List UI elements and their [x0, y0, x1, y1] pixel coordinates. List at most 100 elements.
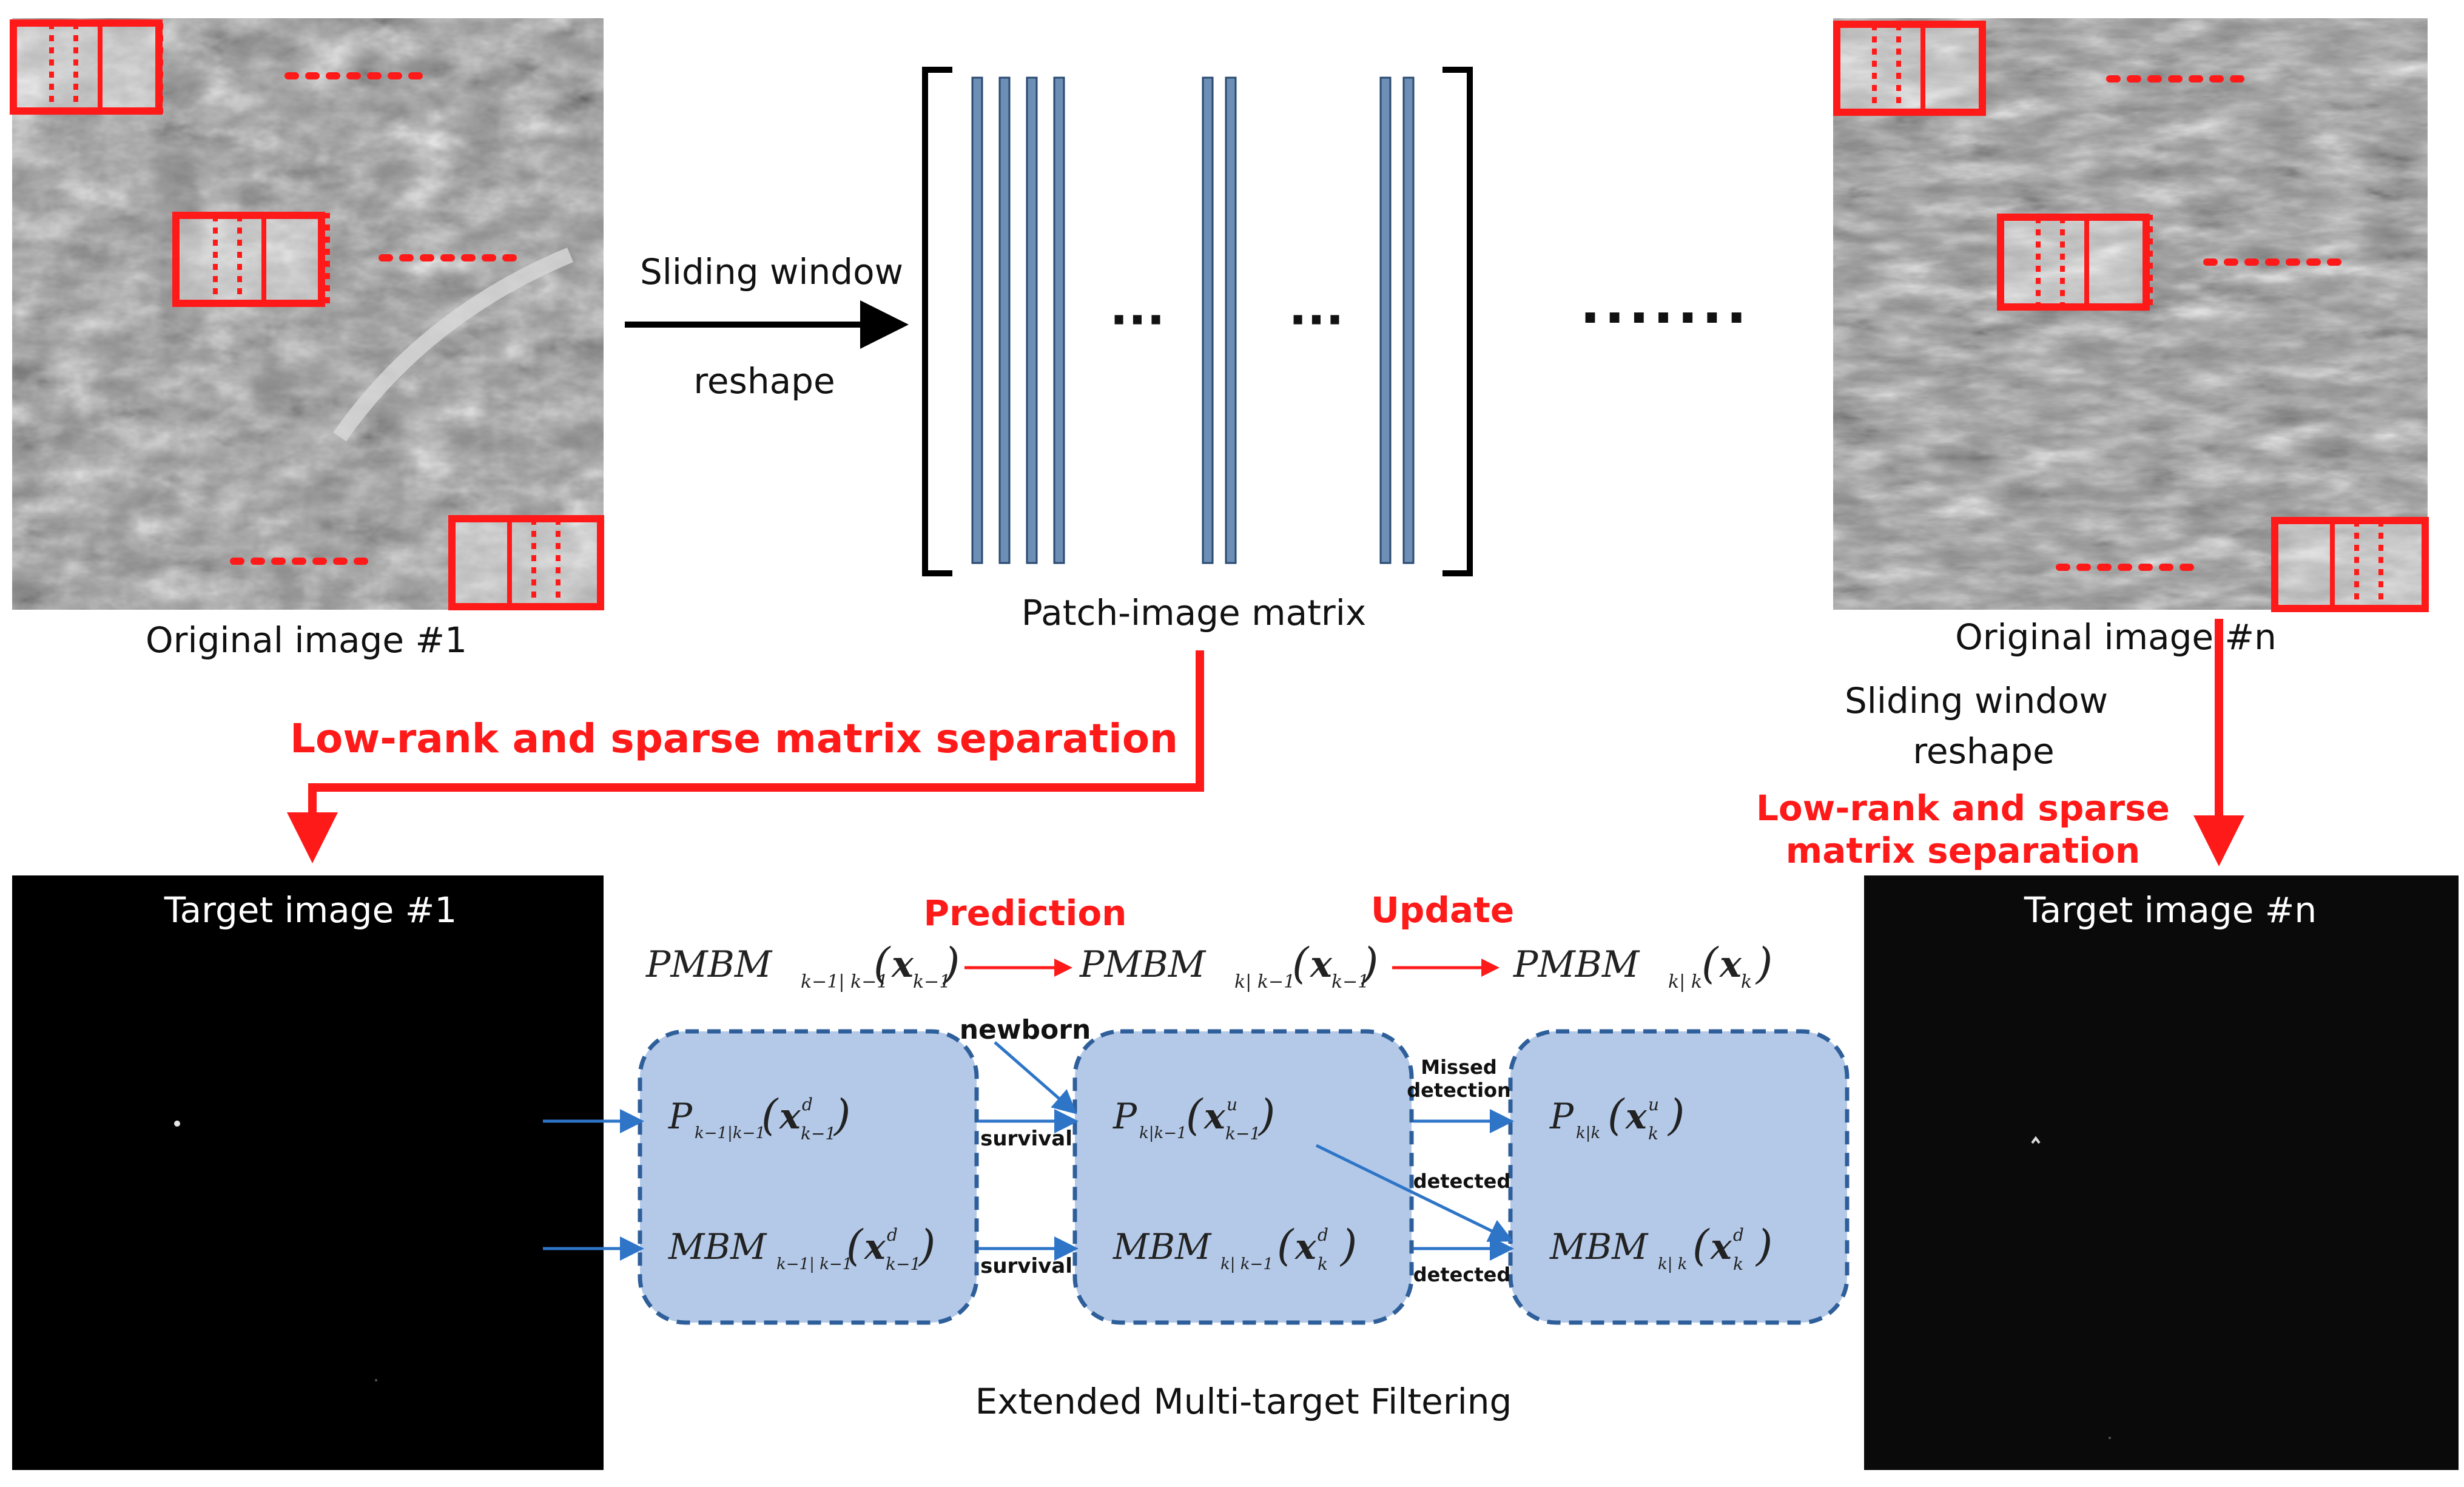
pmbm-prev-paren-close: ): [942, 939, 960, 988]
pmbm-prev-symbol: PMBM: [645, 943, 773, 986]
newborn-label: newborn: [960, 1014, 1091, 1045]
mbm-prev-arg: x: [863, 1226, 886, 1267]
original-image-first-label: Original image #1: [146, 619, 467, 661]
mbm-pred-sub: k| k−1: [1220, 1255, 1273, 1273]
matrix-column: [1379, 76, 1392, 564]
poisson-upd-paren-open: (: [1607, 1090, 1625, 1140]
matrix-right-bracket: [1442, 67, 1473, 576]
missed-label-1: Missed: [1421, 1056, 1497, 1079]
filter-box-prev: [638, 1029, 979, 1325]
mbm-pred-symbol: MBM: [1113, 1226, 1212, 1267]
mbm-prev-sub: k−1| k−1: [776, 1255, 852, 1273]
survival-label-top: survival: [980, 1127, 1072, 1151]
mbm-upd-arg: x: [1709, 1226, 1732, 1267]
mbm-prev-paren-close: ): [918, 1221, 935, 1270]
poisson-pred-paren-close: ): [1257, 1090, 1275, 1140]
mbm-pred-paren-open: (: [1277, 1221, 1294, 1270]
poisson-upd-sub: k|k: [1576, 1124, 1600, 1142]
patch-image-matrix: ··· ···: [922, 67, 1473, 576]
pmbm-upd-paren-open: (: [1702, 939, 1719, 988]
target-image-first-label: Target image #1: [164, 889, 457, 931]
update-label: Update: [1371, 889, 1514, 931]
poisson-prev-paren-close: ): [833, 1090, 850, 1140]
poisson-upd: P k|k ( x u k ): [1549, 1090, 1685, 1144]
detected-cross-arrow: [1315, 1144, 1513, 1242]
filter-box-upd: [1508, 1029, 1850, 1325]
separation-label-right-1: Low-rank and sparse: [1756, 787, 2170, 829]
mbm-upd-arg-sub: k: [1733, 1254, 1743, 1274]
mbm-pred: MBM k| k−1 ( x d k ): [1113, 1221, 1357, 1274]
mbm-pred-arg: x: [1294, 1226, 1317, 1267]
pmbm-prev-arg: x: [890, 943, 914, 986]
pmbm-pred-symbol: PMBM: [1079, 943, 1207, 986]
poisson-prev-sub: k−1|k−1: [695, 1124, 766, 1142]
reshape-label-right: reshape: [1913, 730, 2054, 772]
patch-windows-first: [10, 19, 604, 610]
separation-label-left: Low-rank and sparse matrix separation: [290, 715, 1178, 762]
poisson-upd-arg-sub: k: [1648, 1124, 1658, 1144]
mbm-prev-paren-open: (: [846, 1221, 864, 1270]
poisson-prev-sup: d: [802, 1094, 813, 1114]
poisson-pred-sup: u: [1227, 1094, 1237, 1114]
poisson-prev-symbol: P: [668, 1096, 693, 1137]
mbm-pred-arg-sub: k: [1318, 1254, 1328, 1274]
target-image-last: [1864, 875, 2459, 1470]
mbm-upd-symbol: MBM: [1549, 1226, 1649, 1267]
mbm-prev: MBM k−1| k−1 ( x d k−1 ): [668, 1221, 935, 1274]
newborn-arrow: [994, 1041, 1077, 1114]
poisson-prev-arg: x: [778, 1096, 801, 1137]
poisson-pred-symbol: P: [1113, 1096, 1137, 1137]
poisson-upd-symbol: P: [1549, 1096, 1574, 1137]
poisson-upd-sup: u: [1648, 1094, 1659, 1114]
poisson-pred: P k|k−1 ( x u k−1 ): [1113, 1090, 1275, 1144]
matrix-column: [971, 76, 983, 564]
patch-windows-last: [1833, 21, 2429, 612]
matrix-ellipsis-1: ···: [1109, 292, 1165, 348]
pmbm-prev: PMBM k−1| k−1 ( x k−1 ): [645, 939, 960, 993]
matrix-column: [1053, 76, 1065, 564]
poisson-upd-arg: x: [1624, 1096, 1648, 1137]
poisson-prev-paren-open: (: [761, 1090, 779, 1140]
mbm-upd-paren-close: ): [1755, 1221, 1772, 1270]
separation-label-right-2: matrix separation: [1786, 830, 2140, 871]
poisson-prev-arg-sub: k−1: [801, 1124, 836, 1144]
matrix-column: [1202, 76, 1214, 564]
original-image-first: [12, 18, 604, 610]
reshape-label: reshape: [693, 360, 835, 402]
mbm-upd-sup: d: [1733, 1225, 1744, 1245]
poisson-pred-arg-sub: k−1: [1225, 1124, 1261, 1144]
pmbm-prev-sub: k−1| k−1: [801, 971, 888, 993]
mbm-prev-symbol: MBM: [668, 1226, 767, 1267]
mbm-prev-sup: d: [887, 1225, 898, 1245]
missed-label-2: detection: [1407, 1079, 1511, 1102]
target-image-first: [12, 875, 604, 1470]
pmbm-pred-paren-open: (: [1292, 939, 1310, 988]
patch-matrix-label: Patch-image matrix: [1022, 592, 1366, 633]
matrix-column: [1225, 76, 1237, 564]
mbm-upd: MBM k| k ( x d k ): [1549, 1221, 1772, 1274]
pmbm-upd-arg: x: [1718, 943, 1742, 986]
matrix-left-bracket: [922, 67, 952, 576]
pmbm-pred-paren-close: ): [1361, 939, 1378, 988]
dots-last: [2056, 75, 2350, 571]
original-image-last-label: Original image #n: [1955, 616, 2277, 658]
poisson-pred-arg: x: [1203, 1096, 1226, 1137]
pmbm-upd-arg-sub: k: [1741, 971, 1752, 993]
matrix-column: [998, 76, 1011, 564]
detected-label-bottom: detected: [1413, 1263, 1510, 1286]
poisson-upd-paren-close: ): [1667, 1090, 1685, 1140]
pmbm-pred-sub: k| k−1: [1234, 971, 1295, 993]
pmbm-upd-symbol: PMBM: [1513, 943, 1640, 986]
poisson-pred-sub: k|k−1: [1139, 1124, 1187, 1142]
survival-label-bottom: survival: [980, 1254, 1072, 1278]
frames-ellipsis: ·······: [1580, 286, 1750, 350]
pmbm-upd-sub: k| k: [1668, 971, 1702, 993]
pmbm-pred-arg-sub: k−1: [1331, 971, 1369, 993]
pmbm-prev-arg-sub: k−1: [913, 971, 951, 993]
matrix-column: [1402, 76, 1415, 564]
detected-label-mid: detected: [1413, 1170, 1510, 1193]
poisson-prev: P k−1|k−1 ( x d k−1 ): [668, 1090, 850, 1144]
poisson-pred-paren-open: (: [1186, 1090, 1203, 1140]
pmbm-pred: PMBM k| k−1 ( x k−1 ): [1079, 939, 1378, 993]
